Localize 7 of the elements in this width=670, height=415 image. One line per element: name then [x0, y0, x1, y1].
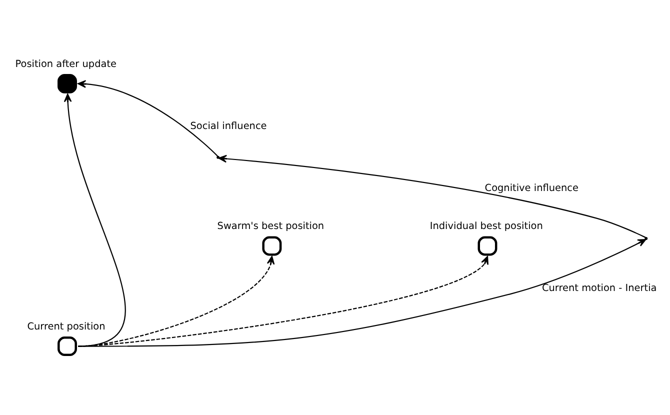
node-label: Individual best position: [430, 221, 543, 232]
edge-label: Current motion - Inertia: [542, 283, 657, 294]
node-label: Swarm's best position: [217, 221, 324, 232]
edge-label: Social influence: [190, 120, 267, 132]
node-label: Current position: [27, 321, 106, 332]
edge-label: Cognitive influence: [484, 182, 578, 194]
node-label: Position after update: [15, 58, 117, 70]
